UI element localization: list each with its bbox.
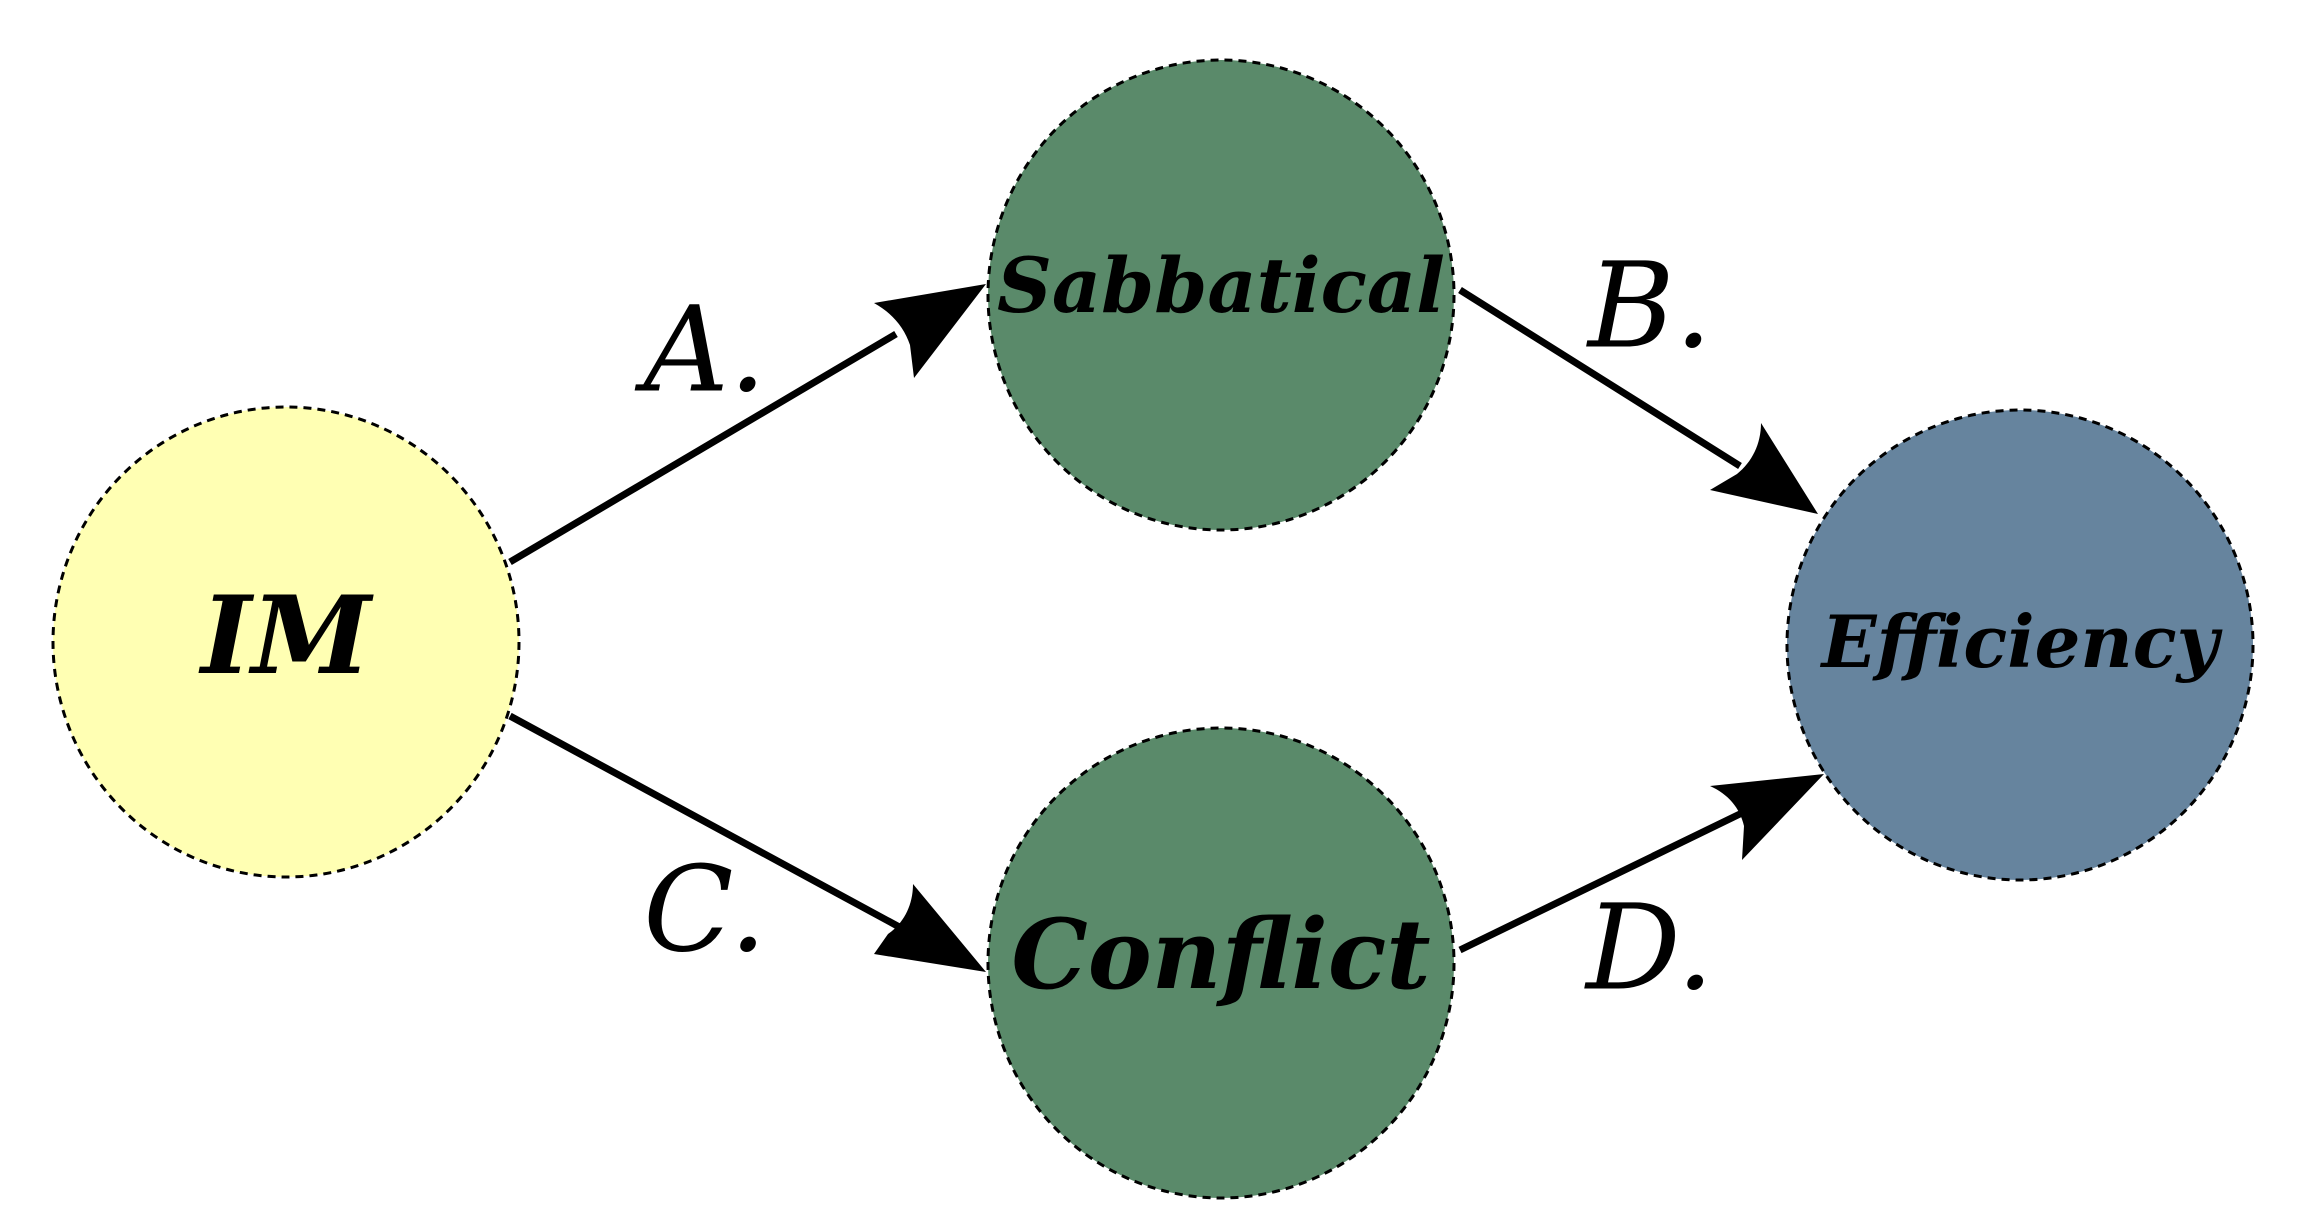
- edge-conflict-to-efficiency-arrowhead: [1710, 774, 1824, 860]
- node-im: IM: [51, 405, 521, 879]
- edges-layer: [508, 284, 1824, 972]
- edge-labels-layer: A. B. C. D.: [635, 237, 1714, 1017]
- edge-label-d: D.: [1584, 879, 1714, 1017]
- node-sabbatical-circle: [986, 58, 1456, 532]
- node-sabbatical-label: Sabbatical: [997, 241, 1445, 330]
- node-efficiency: Efficiency: [1785, 408, 2255, 882]
- edge-label-a: A.: [635, 281, 767, 419]
- node-conflict-circle: [986, 726, 1456, 1200]
- node-conflict: Conflict: [986, 726, 1456, 1200]
- node-im-label: IM: [198, 573, 375, 699]
- node-efficiency-label: Efficiency: [1820, 599, 2223, 684]
- edge-label-b: B.: [1586, 237, 1712, 375]
- node-im-circle: [51, 405, 521, 879]
- edge-sabbatical-to-efficiency: [1458, 287, 1742, 469]
- edge-im-to-sabbatical: [508, 330, 898, 566]
- edge-label-c: C.: [643, 841, 767, 979]
- node-sabbatical: Sabbatical: [986, 58, 1456, 532]
- edge-im-to-conflict: [508, 712, 905, 933]
- edge-im-to-sabbatical-arrowhead: [874, 284, 986, 378]
- edge-sabbatical-to-efficiency-arrowhead: [1710, 423, 1818, 514]
- edge-conflict-to-efficiency: [1458, 808, 1746, 954]
- node-efficiency-circle: [1785, 408, 2255, 882]
- node-conflict-label: Conflict: [1011, 898, 1430, 1011]
- edge-im-to-conflict-arrowhead: [874, 884, 986, 972]
